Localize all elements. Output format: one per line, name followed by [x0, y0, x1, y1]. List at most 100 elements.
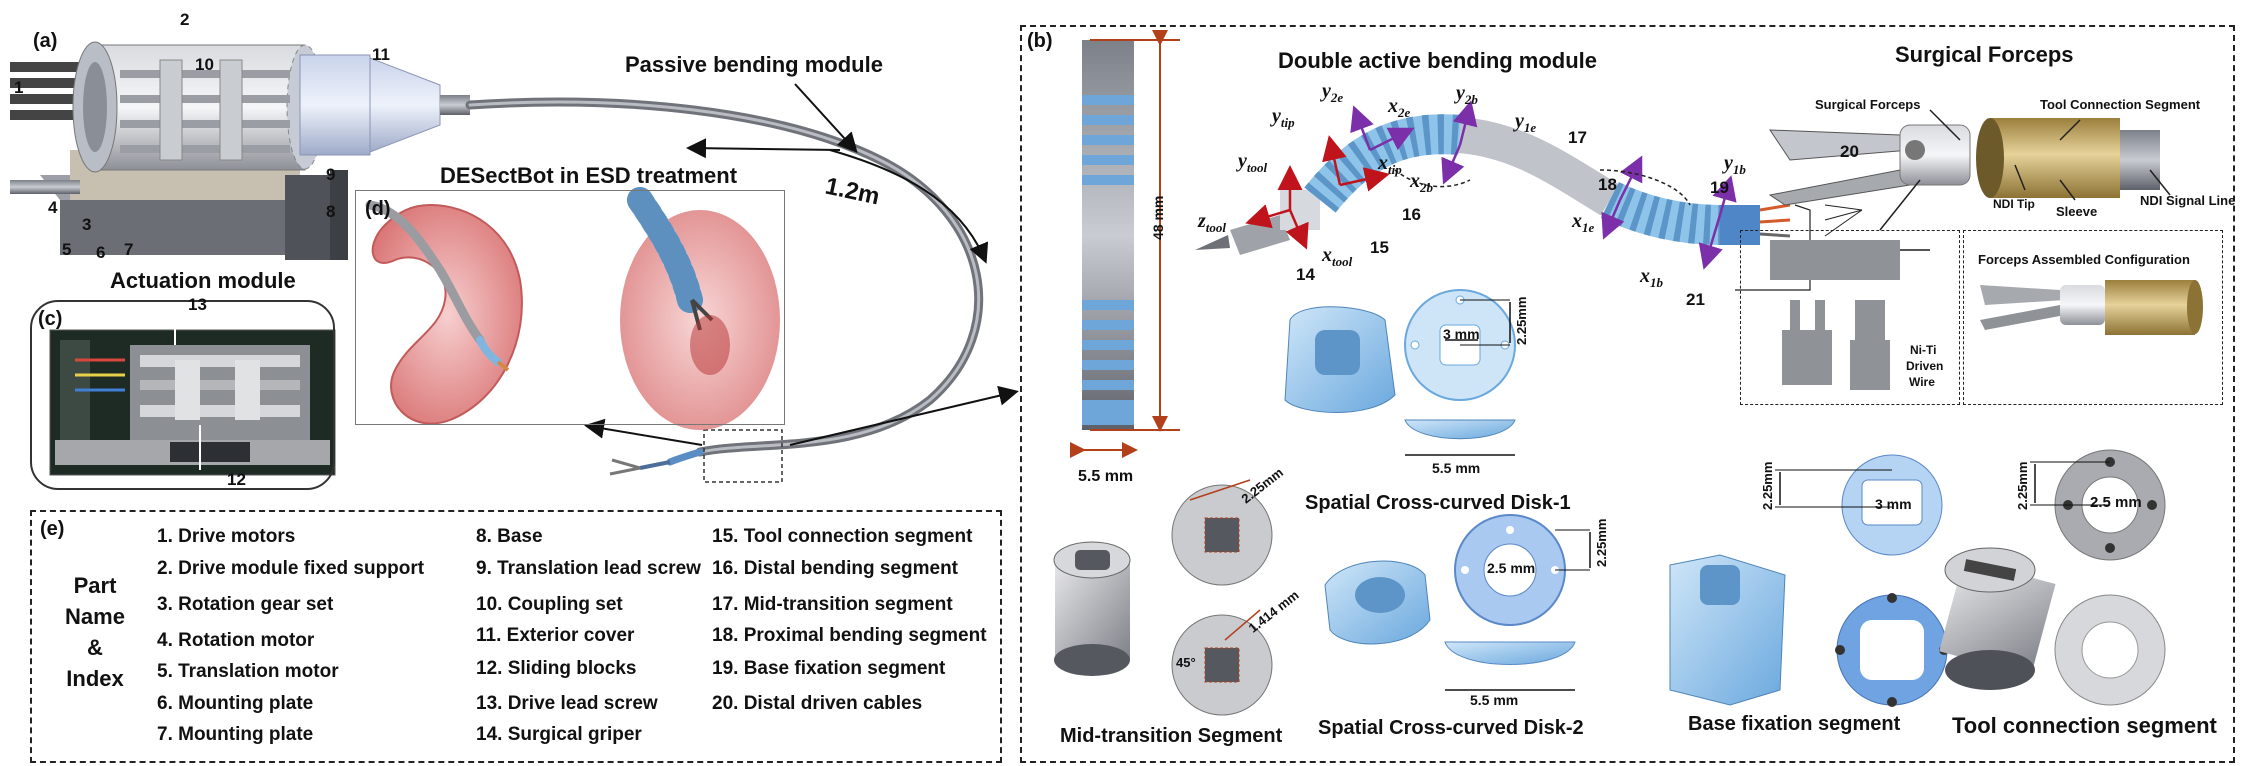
legend-header: Part Name & Index: [50, 570, 140, 694]
ndi-signal-label: NDI Signal Line: [2140, 193, 2236, 208]
dim-45deg: 45°: [1176, 655, 1196, 670]
dim-2-25mm-disk1: 2.25mm: [1514, 296, 1529, 345]
legend-header-line: Name: [65, 604, 125, 629]
legend-item: 20. Distal driven cables: [712, 693, 923, 714]
disk2-title: Spatial Cross-curved Disk-2: [1318, 717, 1584, 739]
tool-connection-title: Tool connection segment: [1952, 713, 2217, 738]
callout-20: 20: [1840, 142, 1859, 161]
niti-label-2: Driven: [1906, 359, 1944, 373]
actuation-module-drawing: [10, 41, 470, 260]
ndi-tip-label: NDI Tip: [1993, 197, 2035, 211]
callout-21: 21: [1686, 290, 1705, 309]
legend-item: 11. Exterior cover: [476, 625, 635, 646]
callout-4: 4: [48, 198, 58, 217]
legend-item: 10. Coupling set: [476, 594, 623, 615]
axis-y-1e: y1e: [1515, 110, 1537, 135]
axis-x-1e: x1e: [1572, 210, 1595, 235]
dim-2-25mm-disk2: 2.25mm: [1594, 518, 1609, 567]
actuation-title: Actuation module: [110, 268, 296, 293]
axis-x-tip: xtip: [1378, 152, 1402, 177]
axis-x-2e: x2e: [1388, 95, 1411, 120]
legend-item: 9. Translation lead screw: [476, 558, 701, 579]
legend-item: 14. Surgical griper: [476, 724, 642, 745]
forceps-assembled: [1980, 280, 2203, 335]
forceps-parts-frame: [1740, 230, 1960, 405]
base-fixation-title: Base fixation segment: [1688, 713, 1901, 735]
legend-item: 8. Base: [476, 526, 543, 547]
callout-8: 8: [326, 202, 336, 221]
passive-bending-title: Passive bending module: [625, 52, 883, 77]
legend-item: 19. Base fixation segment: [712, 658, 946, 679]
disk-2-drawing: [1324, 514, 1591, 691]
desectbot-title: DESectBot in ESD treatment: [440, 163, 738, 188]
legend-item: 6. Mounting plate: [157, 693, 314, 714]
legend-item: 3. Rotation gear set: [157, 594, 334, 615]
callout-11: 11: [372, 45, 390, 64]
legend-header-line: Part: [73, 573, 117, 598]
legend-item: 17. Mid-transition segment: [712, 594, 953, 615]
panel-e-label: (e): [40, 518, 65, 540]
assembled-bending-module: [1070, 30, 1180, 458]
legend-item: 1. Drive motors: [157, 526, 296, 547]
dim-2-25mm-base: 2.25mm: [1760, 461, 1775, 510]
axis-y-2b: y2b: [1456, 82, 1478, 107]
callout-10: 10: [195, 55, 214, 74]
legend-item: 4. Rotation motor: [157, 630, 315, 651]
legend-item: 5. Translation motor: [157, 661, 339, 682]
axis-x-2b: x2b: [1410, 170, 1433, 195]
panel-d-frame: [355, 190, 785, 425]
callout-19: 19: [1710, 178, 1729, 197]
panel-a-label: (a): [33, 30, 58, 52]
dim-2-5mm-tool: 2.5 mm: [2090, 494, 2142, 511]
base-fixation-drawing: [1669, 454, 1949, 707]
legend-item: 12. Sliding blocks: [476, 658, 637, 679]
callout-9: 9: [326, 165, 336, 184]
surgical-forceps-title: Surgical Forceps: [1895, 42, 2074, 67]
legend-item: 13. Drive lead screw: [476, 693, 658, 714]
sleeve-label: Sleeve: [2056, 204, 2098, 219]
niti-label-1: Ni-Ti: [1910, 343, 1937, 357]
callout-18: 18: [1598, 175, 1617, 194]
forceps-drawing: [1768, 109, 2171, 231]
callout-6: 6: [96, 243, 106, 262]
dim-5-5mm-left: 5.5 mm: [1078, 468, 1134, 485]
niti-label-3: Wire: [1909, 375, 1935, 389]
mid-transition-title: Mid-transition Segment: [1060, 725, 1283, 747]
small-robot-tip: [609, 448, 704, 476]
legend-header-line: Index: [66, 666, 124, 691]
panel-b-label: (b): [1027, 30, 1053, 52]
callout-1: 1: [14, 78, 24, 97]
legend-item: 7. Mounting plate: [157, 724, 314, 745]
forceps-assembled-title: Forceps Assembled Configuration: [1978, 252, 2190, 267]
axis-x-1b: x1b: [1640, 265, 1663, 290]
axis-z-tool: ztool: [1198, 210, 1227, 235]
legend-item: 18. Proximal bending segment: [712, 625, 987, 646]
double-active-title: Double active bending module: [1278, 48, 1598, 73]
disk1-title: Spatial Cross-curved Disk-1: [1305, 492, 1571, 514]
dim-5-5mm-disk2: 5.5 mm: [1470, 692, 1519, 708]
tool-connection-segment-label: Tool Connection Segment: [2040, 97, 2201, 112]
dim-3mm-base: 3 mm: [1875, 496, 1912, 512]
panel-c-label: (c): [38, 308, 63, 330]
dim-48mm: 48 mm: [1150, 195, 1166, 240]
panel-d-label: (d): [365, 198, 391, 220]
esd-illustration: [365, 187, 780, 430]
callout-13: 13: [188, 295, 207, 314]
callout-2: 2: [180, 10, 190, 29]
actuation-photo: [49, 318, 336, 476]
mid-transition-drawing: [1053, 479, 1273, 716]
callout-3: 3: [82, 215, 92, 234]
forceps-parts: [1770, 240, 1930, 390]
panel-e-frame: [30, 510, 1002, 763]
callout-7: 7: [124, 240, 134, 259]
legend-item: 16. Distal bending segment: [712, 558, 958, 579]
axis-y-tool: ytool: [1238, 150, 1268, 175]
axis-y-tip: ytip: [1272, 105, 1295, 130]
legend-header-line: &: [87, 635, 103, 660]
axis-y-1b: y1b: [1724, 152, 1746, 177]
legend-item: 2. Drive module fixed support: [157, 558, 425, 579]
callout-14: 14: [1296, 265, 1315, 284]
tool-connection-drawing: [1939, 449, 2166, 706]
dim-5-5mm-disk1: 5.5 mm: [1432, 460, 1481, 476]
